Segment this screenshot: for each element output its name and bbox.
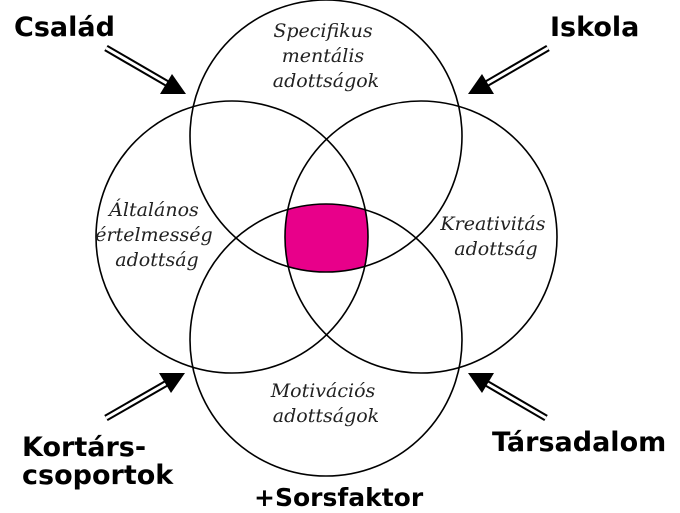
circle-motivation [189,203,463,477]
label-specific-mental: Specifikus mentális adottságok [273,20,379,92]
label-creativity: Kreativitás adottság [439,213,551,260]
circle-creativity [284,100,558,374]
circle-general-intelligence [95,100,369,374]
central-overlap-region [285,204,368,272]
label-peer-groups: Kortárs- csoportok [22,432,174,491]
arrow-top-right [468,44,550,94]
arrow-bottom-left [104,373,185,422]
circle-specific-mental [189,0,463,273]
label-family: Család [14,12,115,43]
arrow-bottom-right [468,373,548,422]
label-motivation: Motivációs adottságok [270,380,382,427]
label-general-intelligence: Általános értelmesség adottság [95,198,219,271]
label-school: Iskola [550,12,639,43]
arrow-top-left [104,44,186,94]
label-fate-factor: +Sorsfaktor [254,483,424,512]
label-society: Társadalom [492,427,666,458]
